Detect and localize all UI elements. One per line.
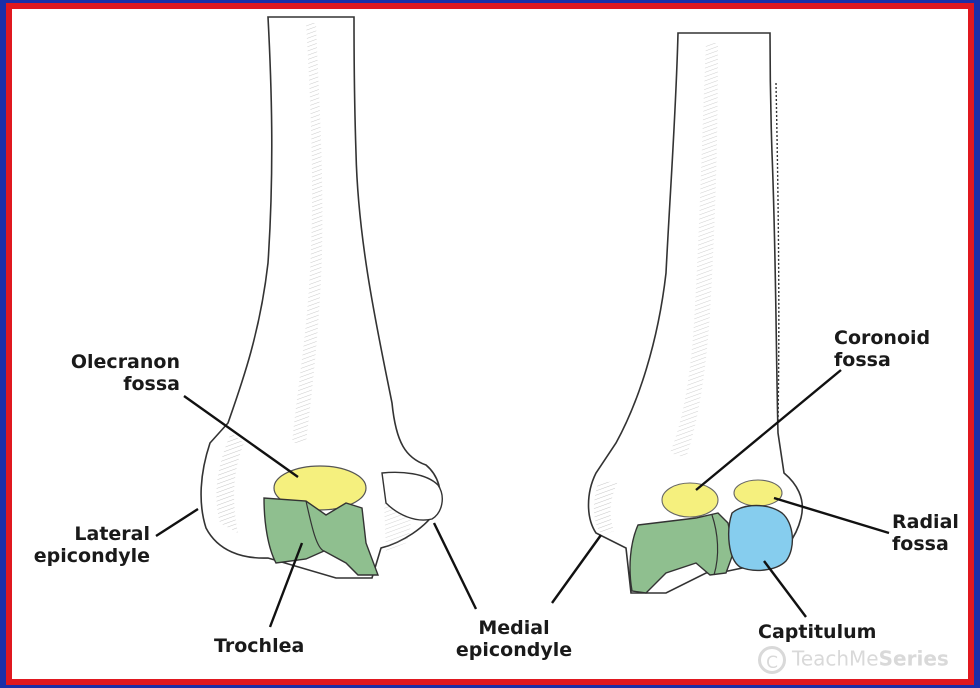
capitulum-shape — [729, 506, 793, 571]
label-olecranon-fossa: Olecranon fossa — [62, 351, 180, 395]
olecranon-line1: Olecranon — [71, 351, 180, 373]
posterior-humerus — [201, 17, 442, 578]
radial-line1: Radial — [892, 511, 959, 533]
capitulum-leader — [764, 561, 806, 617]
humerus-illustration — [6, 3, 974, 685]
medial-line1: Medial — [478, 617, 549, 639]
label-radial-fossa: Radial fossa — [892, 511, 959, 555]
radial-fossa-shape — [734, 480, 782, 506]
olecranon-line2: fossa — [123, 373, 180, 395]
watermark-regular: TeachMe — [792, 647, 879, 671]
lateral-line2: epicondyle — [34, 545, 150, 567]
trochlea-text: Trochlea — [214, 635, 304, 657]
anterior-humerus — [589, 33, 803, 593]
lateral-leader — [156, 509, 198, 536]
copyright-icon: C — [758, 646, 786, 674]
lateral-line1: Lateral — [74, 523, 150, 545]
capitulum-text: Captitulum — [758, 621, 876, 643]
label-lateral-epicondyle: Lateral epicondyle — [26, 523, 150, 567]
label-trochlea: Trochlea — [214, 635, 304, 657]
label-capitulum: Captitulum — [758, 621, 876, 643]
medial-line2: epicondyle — [456, 639, 572, 661]
coronoid-fossa-shape — [662, 483, 718, 517]
medial-leader-left — [434, 523, 476, 609]
radial-line2: fossa — [892, 533, 949, 555]
medial-leader-right — [552, 535, 601, 603]
watermark-bold: Series — [879, 647, 949, 671]
label-medial-epicondyle: Medial epicondyle — [444, 617, 584, 661]
label-coronoid-fossa: Coronoid fossa — [834, 327, 930, 371]
coronoid-line2: fossa — [834, 349, 891, 371]
coronoid-line1: Coronoid — [834, 327, 930, 349]
